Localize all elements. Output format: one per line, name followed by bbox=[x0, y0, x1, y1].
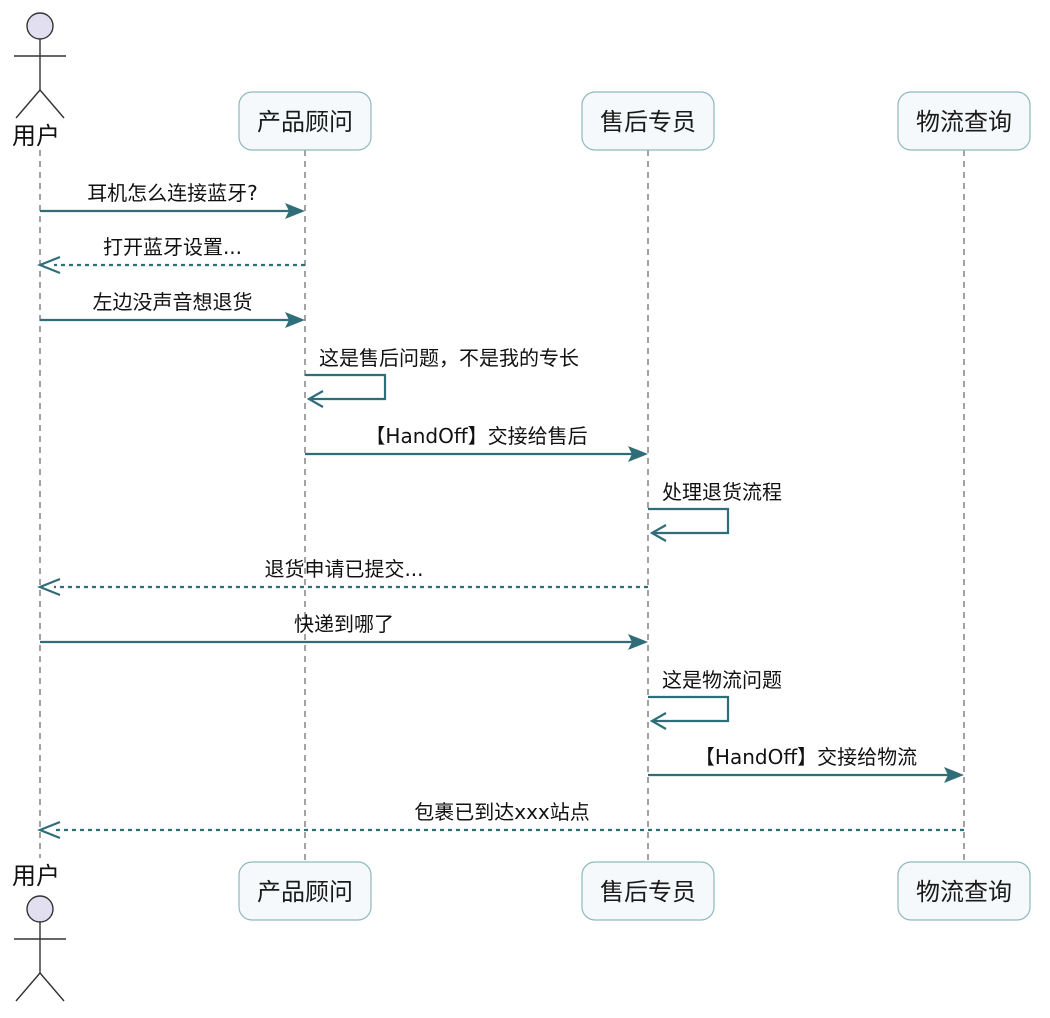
message-7: 退货申请已提交... bbox=[37, 557, 648, 597]
message-label: 耳机怎么连接蓝牙? bbox=[87, 181, 258, 205]
participant-aftersales-top: 售后专员 bbox=[581, 91, 715, 151]
participant-advisor-bottom: 产品顾问 bbox=[238, 861, 372, 921]
participant-advisor-top: 产品顾问 bbox=[238, 91, 372, 151]
arrowhead-icon bbox=[285, 203, 305, 219]
participant-box bbox=[581, 861, 715, 921]
actor-head-icon bbox=[26, 12, 54, 40]
participants-top: 用户 产品顾问 售后专员 物流查询 bbox=[12, 12, 1031, 151]
arrowhead-icon bbox=[649, 524, 667, 542]
message-3: 左边没声音想退货 bbox=[40, 290, 305, 328]
message-label: 【HandOff】交接给物流 bbox=[695, 745, 917, 769]
arrowhead-icon bbox=[285, 312, 305, 328]
participant-logistics-bottom: 物流查询 bbox=[897, 861, 1031, 921]
arrowhead-icon bbox=[37, 577, 61, 597]
participant-label: 售后专员 bbox=[600, 108, 696, 136]
message-5: 【HandOff】交接给售后 bbox=[305, 424, 648, 462]
participant-label: 产品顾问 bbox=[257, 878, 353, 906]
actor-leg-right bbox=[39, 972, 65, 1002]
self-message-line bbox=[648, 507, 730, 535]
participant-box bbox=[238, 861, 372, 921]
message-6: 处理退货流程 bbox=[648, 480, 782, 542]
arrowhead-icon bbox=[37, 255, 61, 275]
participant-label: 产品顾问 bbox=[257, 108, 353, 136]
message-label: 打开蓝牙设置... bbox=[103, 235, 242, 259]
participant-label: 物流查询 bbox=[916, 108, 1012, 136]
actor-label-bottom: 用户 bbox=[12, 862, 60, 890]
participant-logistics-top: 物流查询 bbox=[897, 91, 1031, 151]
arrowhead-icon bbox=[649, 712, 667, 730]
message-label: 退货申请已提交... bbox=[264, 557, 423, 581]
message-label: 快递到哪了 bbox=[294, 612, 394, 636]
self-message-line bbox=[648, 695, 730, 723]
self-message-line bbox=[305, 373, 387, 401]
actor-leg-right bbox=[39, 89, 65, 119]
actor-label-top: 用户 bbox=[12, 122, 60, 150]
messages: 耳机怎么连接蓝牙? 打开蓝牙设置... 左边没声音想退货这是售后问题，不是我的专长【… bbox=[37, 181, 964, 840]
actor-leg-left bbox=[15, 972, 41, 1002]
actor-user-bottom: 用户 bbox=[12, 862, 66, 1002]
arrowhead-icon bbox=[306, 390, 324, 408]
participant-box bbox=[897, 861, 1031, 921]
message-label: 这是物流问题 bbox=[662, 668, 782, 692]
participant-aftersales-bottom: 售后专员 bbox=[581, 861, 715, 921]
lifelines bbox=[39, 150, 965, 862]
message-2: 打开蓝牙设置... bbox=[37, 235, 305, 275]
arrowhead-icon bbox=[628, 446, 648, 462]
message-label: 这是售后问题，不是我的专长 bbox=[319, 346, 579, 370]
participant-label: 物流查询 bbox=[916, 878, 1012, 906]
message-4: 这是售后问题，不是我的专长 bbox=[305, 346, 579, 408]
message-label: 处理退货流程 bbox=[662, 480, 782, 504]
arrowhead-icon bbox=[628, 634, 648, 650]
message-11: 包裹已到达xxx站点 bbox=[37, 800, 964, 840]
message-1: 耳机怎么连接蓝牙? bbox=[40, 181, 305, 219]
message-label: 左边没声音想退货 bbox=[93, 290, 253, 314]
arrowhead-icon bbox=[944, 767, 964, 783]
arrowhead-icon bbox=[37, 820, 61, 840]
message-label: 包裹已到达xxx站点 bbox=[414, 800, 590, 824]
actor-user-top: 用户 bbox=[12, 12, 66, 150]
actor-leg-left bbox=[15, 89, 41, 119]
participant-label: 售后专员 bbox=[600, 878, 696, 906]
participant-box bbox=[581, 91, 715, 151]
message-8: 快递到哪了 bbox=[40, 612, 648, 650]
participant-box bbox=[238, 91, 372, 151]
message-label: 【HandOff】交接给售后 bbox=[365, 424, 587, 448]
participant-box bbox=[897, 91, 1031, 151]
message-9: 这是物流问题 bbox=[648, 668, 782, 730]
actor-head-icon bbox=[26, 895, 54, 923]
message-10: 【HandOff】交接给物流 bbox=[648, 745, 964, 783]
